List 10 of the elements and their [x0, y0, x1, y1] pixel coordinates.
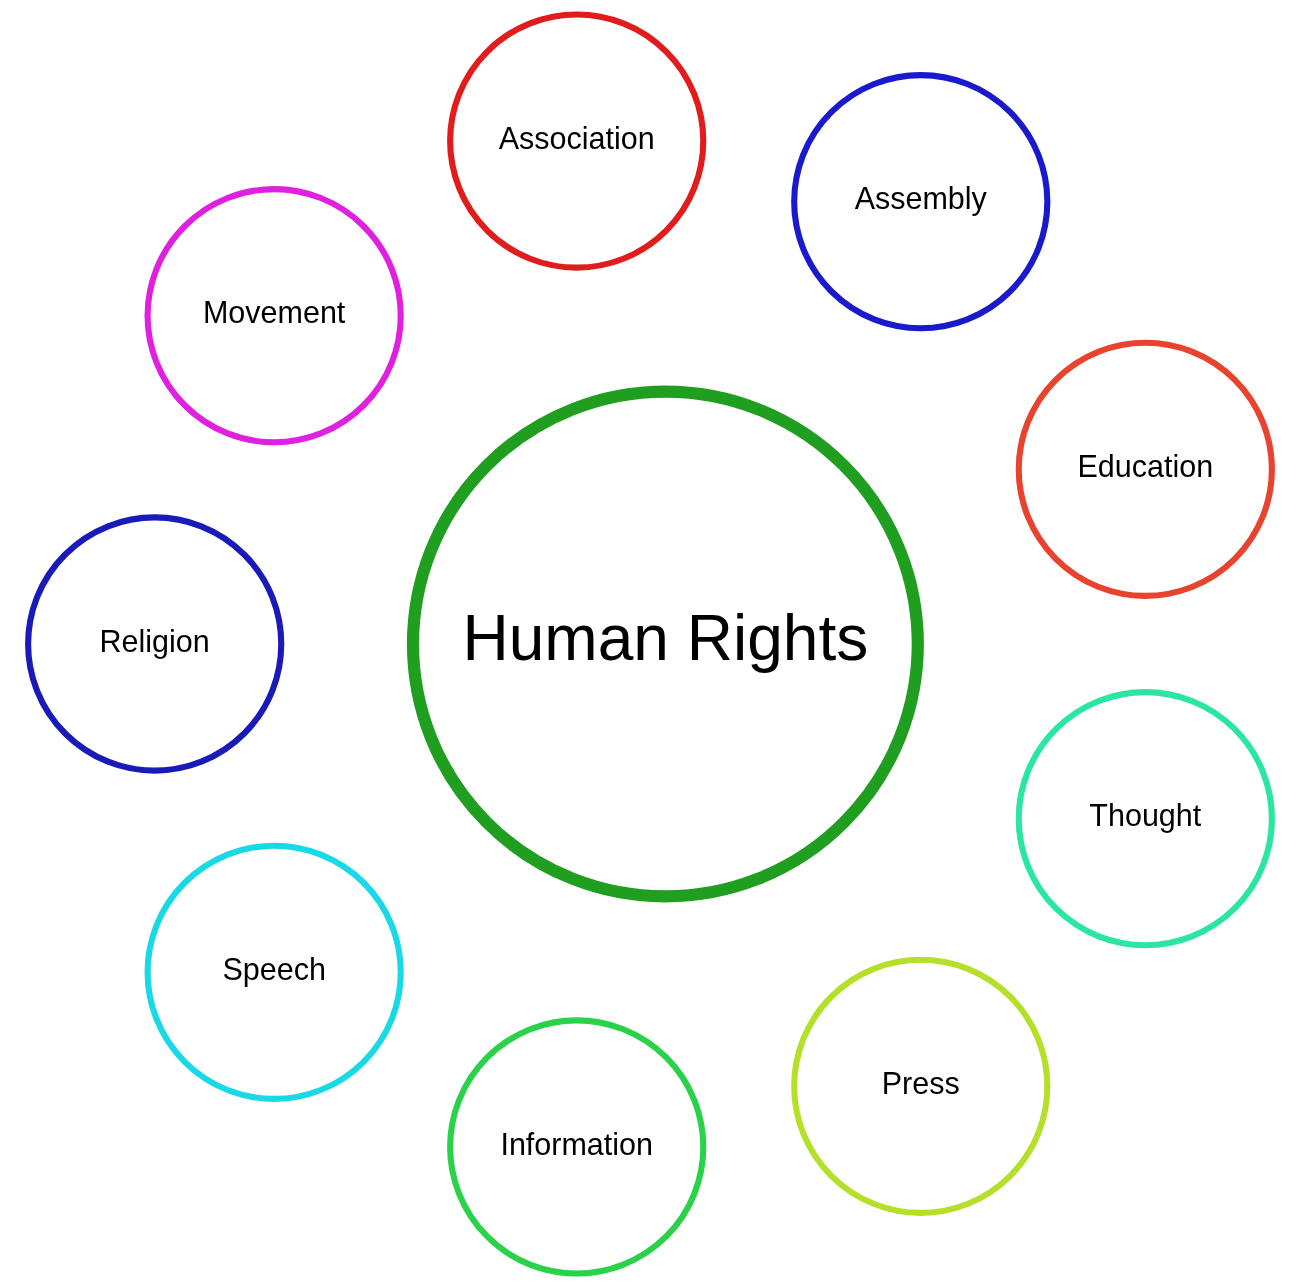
node-circle: Association [447, 11, 707, 271]
node-circle: Press [791, 956, 1051, 1216]
node-circle: Movement [144, 186, 404, 446]
node-circle: Religion [25, 514, 285, 774]
node-circle: Information [447, 1017, 707, 1277]
node-circle: Speech [144, 842, 404, 1102]
node-circle: Human Rights [406, 385, 924, 903]
node-circle: Thought [1015, 689, 1275, 949]
node-circle: Assembly [791, 72, 1051, 332]
node-circle: Education [1015, 339, 1275, 599]
